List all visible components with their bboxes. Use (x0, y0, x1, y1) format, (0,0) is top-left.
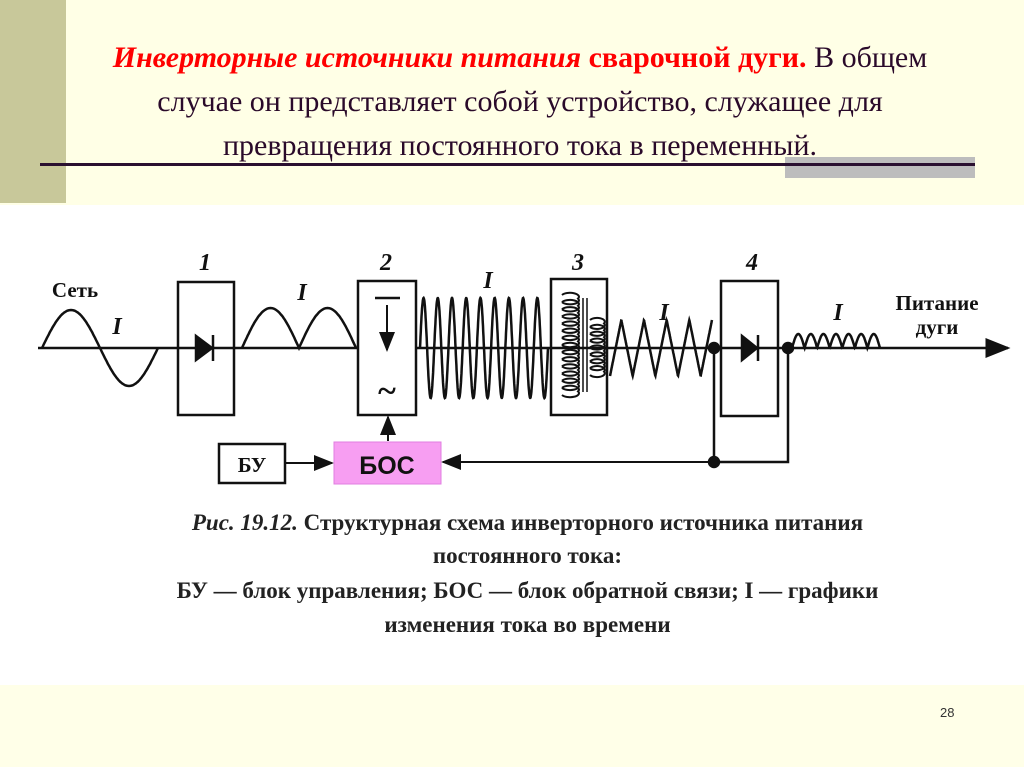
current-label: I (658, 300, 670, 326)
feedback-wire (712, 348, 790, 464)
title-line3: превращения постоянного тока в переменны… (222, 129, 818, 162)
hf-wave (418, 295, 550, 401)
page-number: 28 (940, 705, 955, 720)
transformer-primary (561, 291, 580, 399)
ripple-wave (790, 332, 882, 352)
decorative-bar (785, 157, 975, 178)
caption-line-4: изменения тока во времени (384, 612, 671, 637)
title-rest: В общем (814, 41, 928, 74)
current-label: I (482, 268, 494, 294)
feedback-block-label: БОС (359, 452, 414, 480)
zigzag-wave (608, 315, 714, 381)
slide-title: Инверторные источники питания сварочной … (40, 36, 1000, 168)
block-number-3: 3 (571, 250, 584, 276)
output-label: дуги (916, 315, 959, 339)
control-block (217, 442, 287, 485)
diode-icon (740, 333, 760, 363)
figure-label: Рис. 19.12. (191, 510, 298, 535)
sine-wave (40, 308, 160, 388)
transformer-secondary (589, 316, 606, 379)
current-label: I (296, 280, 308, 306)
block-number-4: 4 (745, 250, 758, 276)
diode-icon (194, 333, 215, 363)
caption-line-2: постоянного тока: (432, 543, 623, 568)
caption-line-3: БУ — блок управления; БОС — блок обратно… (176, 578, 879, 603)
current-label: I (832, 300, 844, 326)
block-number-2: 2 (379, 250, 392, 276)
feedback-block (333, 441, 442, 485)
title-italic: Инверторные источники питания (112, 41, 582, 74)
block-number-1: 1 (199, 250, 211, 276)
output-label: Питание (895, 291, 978, 315)
caption-line-1: Рис. 19.12. Структурная схема инверторно… (40, 510, 1015, 536)
title-bold: сварочной дуги. (588, 41, 807, 74)
node (707, 341, 721, 355)
caption-text: Структурная схема инверторного источника… (303, 510, 864, 535)
ac-symbol: ~ (378, 373, 396, 410)
input-label: Сеть (52, 278, 98, 302)
title-line2: случае он представляет собой устройство,… (157, 85, 883, 118)
rectified-wave (240, 306, 358, 352)
figure-area (0, 205, 1024, 685)
control-block-label: БУ (238, 453, 267, 477)
divider (40, 163, 975, 166)
current-label: I (111, 314, 123, 340)
node (781, 341, 795, 355)
decorative-strip (0, 0, 66, 203)
node (707, 455, 721, 469)
